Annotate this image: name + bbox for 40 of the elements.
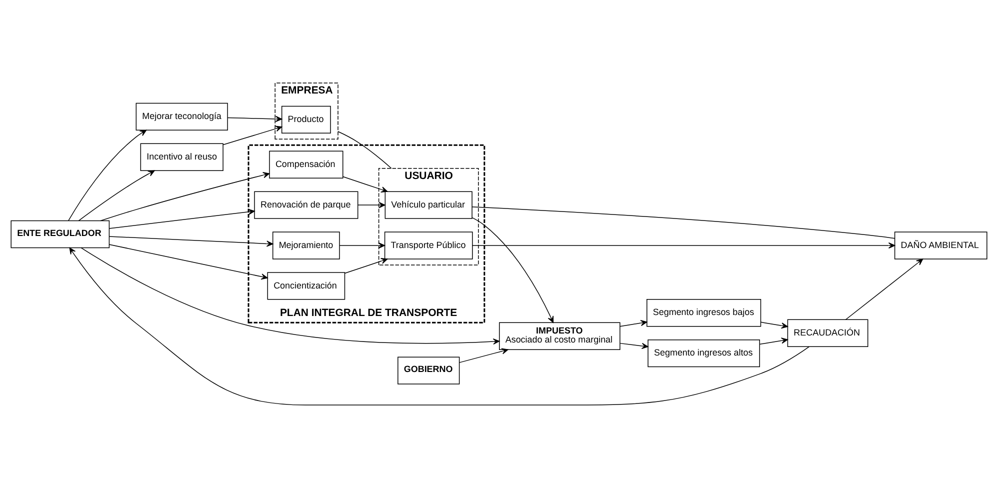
arrow (344, 258, 388, 274)
arrow (80, 246, 500, 344)
arrow (68, 129, 147, 220)
arrow (108, 244, 268, 280)
arrow (760, 321, 788, 328)
node-box: Renovación de parque (254, 190, 358, 218)
arrow (342, 176, 388, 192)
arrow (108, 208, 255, 228)
arrow (620, 342, 648, 348)
arrow (472, 216, 554, 322)
node-box: Vehículo particular (384, 190, 472, 218)
arrow (69, 247, 810, 405)
connector (338, 130, 392, 168)
arrow (459, 348, 508, 362)
arrow (357, 201, 386, 208)
node-box: Concientización (267, 272, 346, 300)
arrow (339, 242, 386, 248)
arrow (472, 242, 896, 248)
node-box: Incentivo al reuso (140, 142, 224, 170)
node-box: Compensación (269, 150, 344, 178)
arrow (100, 172, 270, 221)
node-box: ENTE REGULADOR (10, 220, 110, 248)
node-box: Transporte Público (384, 231, 473, 259)
node-box: IMPUESTO Asociado al costo marginal (499, 322, 620, 350)
arrow (108, 236, 274, 246)
arrow (78, 170, 155, 221)
node-box: RECAUDACIÓN (787, 318, 868, 346)
arrow (227, 115, 282, 122)
arrow (845, 258, 924, 320)
arrow (620, 319, 648, 326)
node-box: GOBIERNO (398, 356, 460, 384)
node-box: Segmento ingresos bajos (646, 298, 762, 326)
node-box: DAÑO AMBIENTAL (894, 231, 988, 259)
arrow (222, 125, 282, 145)
arrow (759, 337, 788, 344)
connector (472, 206, 896, 238)
node-box: Segmento ingresos altos (648, 338, 760, 367)
node-box: Producto (281, 105, 331, 134)
node-box: Mejorar teconología (136, 102, 228, 130)
node-box: Mejoramiento (272, 231, 340, 259)
